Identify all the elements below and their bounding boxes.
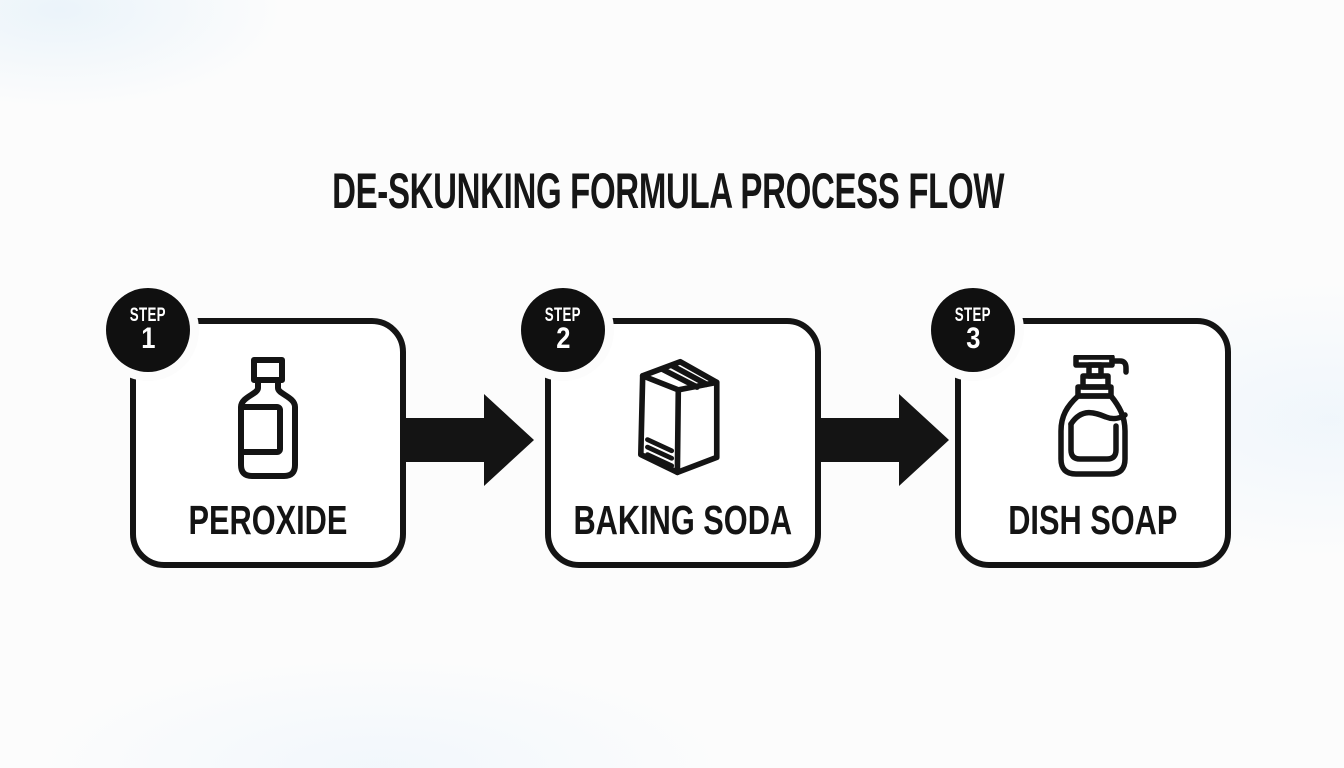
step-2-label: BAKING SODA	[551, 498, 815, 542]
step-3-badge-number: 3	[965, 321, 981, 355]
step-1-label: PEROXIDE	[136, 498, 400, 542]
step-3-label: DISH SOAP	[961, 498, 1225, 542]
step-1-badge: STEP 1	[106, 288, 190, 372]
step-3-badge-word: STEP	[954, 304, 992, 326]
step-3-label-text: DISH SOAP	[1008, 496, 1178, 543]
step-3-badge: STEP 3	[931, 288, 1015, 372]
step-1-label-text: PEROXIDE	[188, 496, 348, 543]
step-card-peroxide: STEP 1 PEROXIDE	[106, 288, 406, 568]
step-card-baking-soda: STEP 2 BAKING SODA	[521, 288, 821, 568]
step-1-badge-number: 1	[140, 321, 156, 355]
page-title-text: DE-SKUNKING FORMULA PROCESS FLOW	[331, 163, 1005, 219]
dish-soap-pump-icon	[961, 354, 1225, 482]
step-1-badge-word: STEP	[129, 304, 167, 326]
arrow-right-icon	[404, 394, 534, 486]
step-card-dish-soap: STEP 3 DISH SOAP	[931, 288, 1231, 568]
step-2-label-text: BAKING SODA	[573, 496, 793, 543]
step-2-badge-word: STEP	[544, 304, 582, 326]
arrow-right-icon	[819, 394, 949, 486]
step-2-badge-number: 2	[555, 321, 571, 355]
baking-soda-box-icon	[551, 354, 815, 482]
peroxide-bottle-icon	[136, 354, 400, 482]
page-title: DE-SKUNKING FORMULA PROCESS FLOW	[0, 166, 1336, 216]
step-2-badge: STEP 2	[521, 288, 605, 372]
